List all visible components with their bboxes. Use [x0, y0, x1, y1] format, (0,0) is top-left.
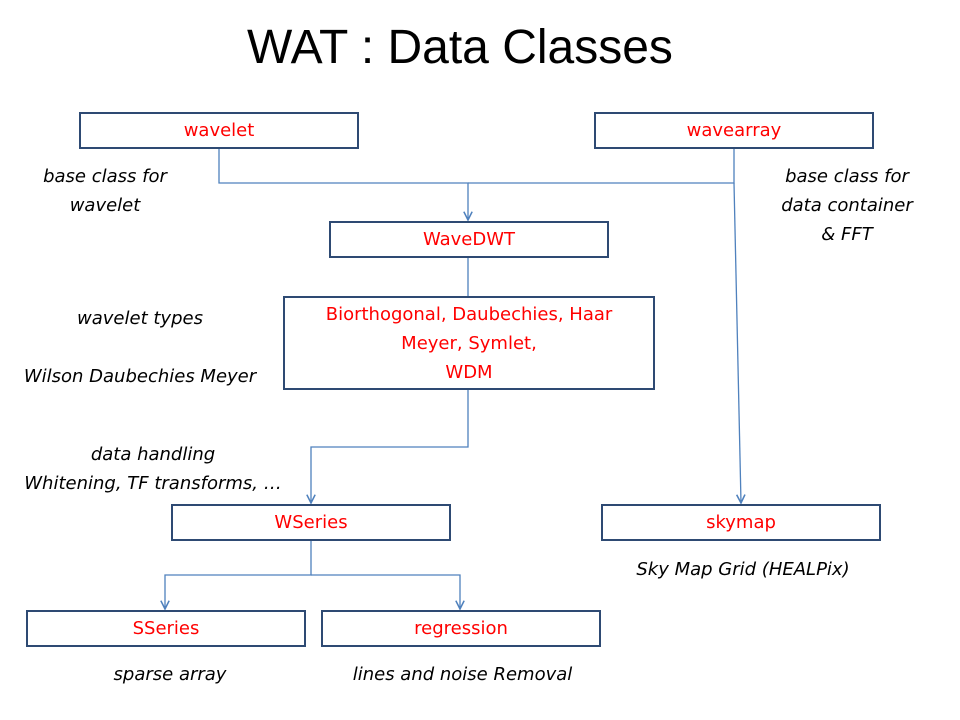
regression-note-line: lines and noise Removal — [352, 664, 573, 685]
wavelet-types-note-line-1: wavelet types — [77, 308, 203, 329]
wavearray-box-label: wavearray — [686, 120, 782, 141]
skymap-note-line: Sky Map Grid (HEALPix) — [636, 559, 850, 580]
sseries-note: sparse array — [70, 660, 270, 689]
wavearray-note-line-1: base class for — [785, 166, 909, 187]
regression-note: lines and noise Removal — [335, 660, 590, 689]
link-wavelet-wavedwt — [218, 148, 468, 220]
wavelet-types-examples-note: Wilson Daubechies Meyer — [8, 362, 272, 391]
wavelet-note-line-2: wavelet — [69, 195, 141, 216]
wavelet-note-line-1: base class for — [43, 166, 167, 187]
sseries-note-line: sparse array — [113, 664, 227, 685]
link-wseries-regression — [311, 574, 460, 609]
wavelet-types-line-2: Meyer, Symlet, — [401, 332, 537, 354]
regression-box: regression — [321, 610, 601, 647]
link-wavearray-skymap — [733, 182, 741, 503]
wseries-note: data handling Whitening, TF transforms, … — [8, 440, 298, 498]
regression-box-label: regression — [414, 618, 508, 639]
wavedwt-box: WaveDWT — [329, 221, 609, 258]
wseries-box: WSeries — [171, 504, 451, 541]
wavelet-note: base class for wavelet — [20, 162, 190, 220]
wavearray-note: base class for data container & FFT — [762, 162, 932, 249]
wavearray-note-line-2: data container — [781, 195, 913, 216]
sseries-box: SSeries — [26, 610, 306, 647]
wavedwt-box-label: WaveDWT — [422, 229, 516, 250]
page-title: WAT : Data Classes — [247, 21, 673, 74]
wavelet-types-note: wavelet types — [40, 304, 240, 333]
wavearray-note-line-3: & FFT — [821, 224, 873, 245]
wavelet-types-line-1: Biorthogonal, Daubechies, Haar — [325, 303, 613, 325]
wseries-note-line-2: Whitening, TF transforms, … — [24, 473, 282, 494]
wseries-note-line-1: data handling — [90, 444, 216, 465]
skymap-note: Sky Map Grid (HEALPix) — [610, 555, 876, 584]
link-wavearray-wavedwt — [468, 148, 735, 184]
skymap-box: skymap — [601, 504, 881, 541]
sseries-box-label: SSeries — [132, 618, 200, 639]
link-types-wseries — [311, 389, 469, 503]
wavelet-types-line-3: WDM — [445, 361, 493, 383]
wavelet-types-note-line-2: Wilson Daubechies Meyer — [23, 366, 257, 387]
wavearray-box: wavearray — [594, 112, 874, 149]
wavelet-box: wavelet — [79, 112, 359, 149]
wavelet-box-label: wavelet — [183, 120, 255, 141]
wseries-box-label: WSeries — [274, 512, 348, 533]
skymap-box-label: skymap — [706, 512, 776, 533]
link-wseries-children — [165, 541, 312, 609]
wavelet-types-box: Biorthogonal, Daubechies, Haar Meyer, Sy… — [283, 296, 655, 390]
